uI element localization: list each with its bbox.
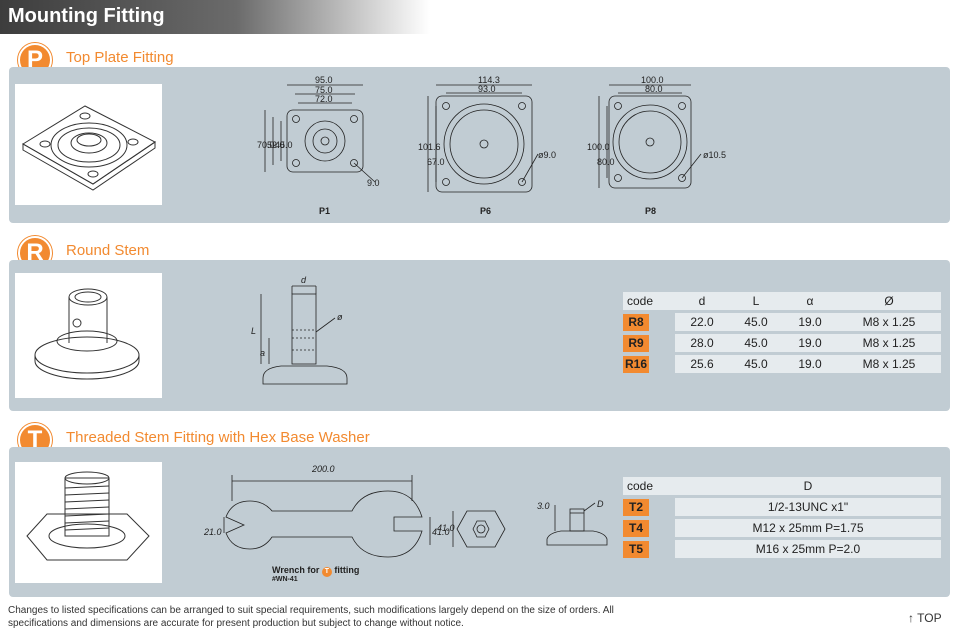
p1-dim-hole-pitch: 72.0 bbox=[315, 94, 333, 104]
code-badge: R9 bbox=[623, 334, 649, 352]
round-stem-drawing: d ø L a bbox=[241, 272, 381, 397]
p1-dim-width: 95.0 bbox=[315, 75, 333, 85]
p6-dim-hole-dia: ø9.0 bbox=[538, 150, 557, 160]
section-title-round-stem: Round Stem bbox=[66, 242, 150, 259]
cell-d: 28.0 bbox=[675, 334, 729, 352]
p1-dim-slot: 9.0 bbox=[367, 178, 380, 188]
section-title-threaded-stem: Threaded Stem Fitting with Hex Base Wash… bbox=[66, 429, 370, 446]
p6-dim-width: 114.3 bbox=[478, 75, 500, 85]
wrench-drawing: 200.0 21.0 41.0 Wrench for T fitting #WN… bbox=[202, 461, 452, 589]
p1-dim-inner-height: 52.0 bbox=[267, 140, 285, 150]
p6-dim-hole-height: 67.0 bbox=[427, 157, 445, 167]
code-badge: R8 bbox=[623, 313, 649, 331]
wrench-caption: Wrench for T fitting bbox=[272, 565, 359, 577]
p1-label: P1 bbox=[319, 206, 331, 216]
table-row: T4 M12 x 25mm P=1.75 bbox=[623, 519, 941, 537]
table-row: R8 22.0 45.0 19.0 M8 x 1.25 bbox=[623, 313, 941, 331]
table-row: R9 28.0 45.0 19.0 M8 x 1.25 bbox=[623, 334, 941, 352]
table-row: T2 1/2-13UNC x1" bbox=[623, 498, 941, 516]
top-plate-panel: 95.0 75.0 72.0 70.0 52.0 45.0 9.0 P1 bbox=[9, 67, 950, 223]
p8-label: P8 bbox=[645, 206, 657, 216]
p6-drawing: 114.3 93.0 101.6 67.0 ø9.0 P6 bbox=[414, 72, 574, 216]
hex-dim-across-flats: 41.0 bbox=[437, 523, 455, 533]
cell-alpha: 19.0 bbox=[783, 313, 837, 331]
threaded-stem-panel: 200.0 21.0 41.0 Wrench for T fitting #WN… bbox=[9, 447, 950, 597]
col-header-code: code bbox=[623, 477, 675, 495]
table-header-row: code d L α Ø bbox=[623, 292, 941, 310]
wrench-model-number: #WN-41 bbox=[272, 576, 298, 583]
p1-drawing: 95.0 75.0 72.0 70.0 52.0 45.0 9.0 P1 bbox=[243, 72, 383, 216]
p6-label: P6 bbox=[480, 206, 492, 216]
cell-alpha: 19.0 bbox=[783, 355, 837, 373]
round-stem-panel: d ø L a code d L α Ø R8 22.0 45.0 19.0 M… bbox=[9, 260, 950, 411]
code-badge: T4 bbox=[623, 519, 649, 537]
cell-l: 45.0 bbox=[729, 355, 783, 373]
round-stem-spec-table: code d L α Ø R8 22.0 45.0 19.0 M8 x 1.25… bbox=[623, 289, 941, 376]
table-header-row: code D bbox=[623, 477, 941, 495]
section-title-top-plate: Top Plate Fitting bbox=[66, 49, 174, 66]
cell-thread: M8 x 1.25 bbox=[837, 334, 941, 352]
p1-dim-hole-height: 45.0 bbox=[275, 140, 293, 150]
p6-dim-height: 101.6 bbox=[418, 142, 441, 152]
p8-dim-hole-dia: ø10.5 bbox=[703, 150, 727, 160]
cell-d: 1/2-13UNC x1" bbox=[675, 498, 941, 516]
round-stem-photo bbox=[15, 273, 162, 398]
cell-l: 45.0 bbox=[729, 313, 783, 331]
col-header-alpha: α bbox=[783, 292, 837, 310]
code-badge: T2 bbox=[623, 498, 649, 516]
table-row: R16 25.6 45.0 19.0 M8 x 1.25 bbox=[623, 355, 941, 373]
threaded-stem-photo bbox=[15, 462, 162, 583]
back-to-top-link[interactable]: ↑ TOP bbox=[908, 611, 942, 625]
p8-dim-width: 100.0 bbox=[641, 75, 664, 85]
hex-washer-drawing: 41.0 3.0 D bbox=[437, 499, 619, 559]
col-header-thread: Ø bbox=[837, 292, 941, 310]
col-header-d: D bbox=[675, 477, 941, 495]
cell-d: 22.0 bbox=[675, 313, 729, 331]
hex-dim-d: D bbox=[597, 499, 604, 509]
col-header-l: L bbox=[729, 292, 783, 310]
table-row: T5 M16 x 25mm P=2.0 bbox=[623, 540, 941, 558]
cell-d: 25.6 bbox=[675, 355, 729, 373]
p8-dim-hole-pitch: 80.0 bbox=[645, 84, 663, 94]
cell-d: M12 x 25mm P=1.75 bbox=[675, 519, 941, 537]
p1-dim-inner: 75.0 bbox=[315, 85, 333, 95]
threaded-stem-spec-table: code D T2 1/2-13UNC x1" T4 M12 x 25mm P=… bbox=[623, 474, 941, 561]
p8-dim-height: 100.0 bbox=[587, 142, 610, 152]
wrench-caption-badge: T bbox=[321, 567, 332, 577]
round-stem-label-dia: ø bbox=[337, 312, 343, 322]
round-stem-label-a: a bbox=[260, 348, 266, 358]
wrench-dim-small-jaw: 21.0 bbox=[204, 527, 222, 537]
cell-l: 45.0 bbox=[729, 334, 783, 352]
page-header: Mounting Fitting bbox=[0, 0, 430, 34]
round-stem-label-d: d bbox=[301, 275, 307, 285]
col-header-d: d bbox=[675, 292, 729, 310]
hex-dim-thread-length: 3.0 bbox=[537, 501, 550, 511]
cell-alpha: 19.0 bbox=[783, 334, 837, 352]
p8-dim-hole-height: 80.0 bbox=[597, 157, 615, 167]
wrench-dim-length: 200.0 bbox=[312, 464, 335, 474]
cell-thread: M8 x 1.25 bbox=[837, 313, 941, 331]
p1-dim-height: 70.0 bbox=[257, 140, 275, 150]
footnote: Changes to listed specifications can be … bbox=[8, 605, 614, 629]
round-stem-label-l: L bbox=[251, 326, 257, 336]
code-badge: R16 bbox=[623, 355, 649, 373]
col-header-code: code bbox=[623, 292, 675, 310]
wrench-dim-large-jaw: 41.0 bbox=[432, 527, 450, 537]
wrench-caption-fitting: fitting bbox=[334, 565, 360, 575]
code-badge: T5 bbox=[623, 540, 649, 558]
cell-thread: M8 x 1.25 bbox=[837, 355, 941, 373]
wrench-caption-text: Wrench for bbox=[272, 565, 320, 575]
cell-d: M16 x 25mm P=2.0 bbox=[675, 540, 941, 558]
page-title: Mounting Fitting bbox=[8, 5, 165, 27]
top-plate-photo bbox=[15, 84, 162, 205]
p6-dim-hole-pitch: 93.0 bbox=[478, 84, 496, 94]
p8-drawing: 100.0 80.0 100.0 80.0 ø10.5 P8 bbox=[583, 72, 743, 216]
